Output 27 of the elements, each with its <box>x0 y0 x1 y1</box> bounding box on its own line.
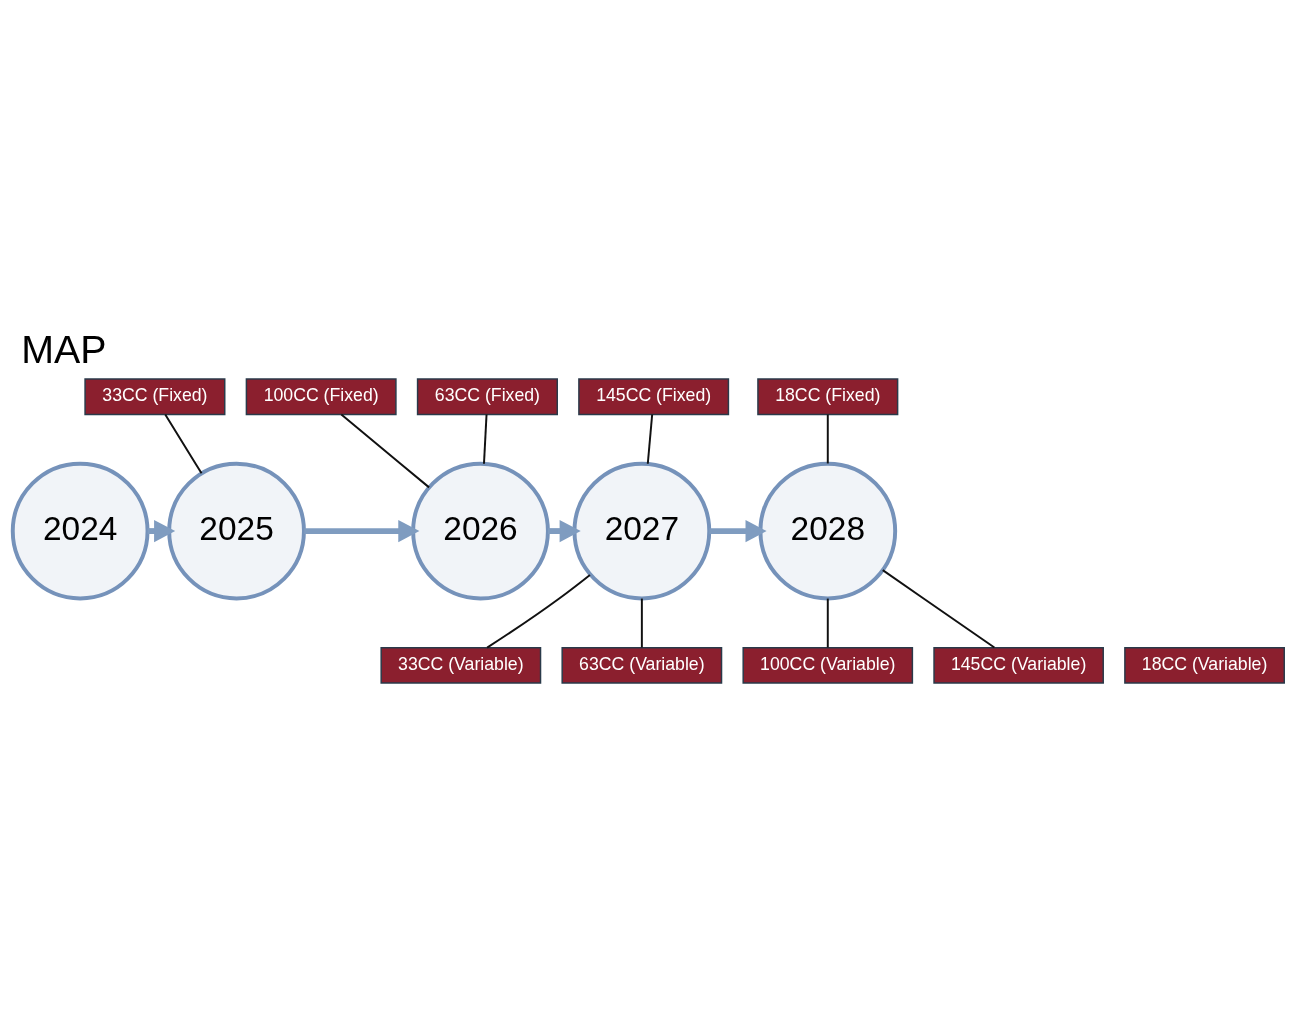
node-box: 18CC (Fixed) <box>757 377 899 415</box>
node-box: 145CC (Variable) <box>933 646 1104 684</box>
node-box: 145CC (Fixed) <box>578 377 730 415</box>
connector <box>640 597 643 648</box>
node-circle: 2027 <box>572 461 712 600</box>
connector <box>826 413 829 464</box>
node-circle: 2028 <box>758 461 898 600</box>
connector <box>486 573 591 649</box>
arrow <box>304 519 420 542</box>
node-box: 100CC (Fixed) <box>245 377 397 415</box>
node-box: 33CC (Fixed) <box>84 377 226 415</box>
diagram-title: MAP <box>21 326 107 371</box>
node-circle: 2026 <box>411 461 550 600</box>
node-box: 63CC (Variable) <box>561 646 723 684</box>
connector <box>340 413 431 488</box>
node-circle: 2024 <box>10 461 150 600</box>
connector <box>881 568 996 649</box>
arrow <box>709 519 767 542</box>
node-box: 18CC (Variable) <box>1124 646 1285 684</box>
node-box: 33CC (Variable) <box>380 646 542 684</box>
node-box: 100CC (Variable) <box>742 646 914 684</box>
node-box: 63CC (Fixed) <box>416 377 558 415</box>
connector <box>483 413 488 465</box>
connector <box>826 597 829 648</box>
connector <box>164 413 203 474</box>
connector <box>646 413 654 465</box>
node-circle: 2025 <box>167 461 306 600</box>
